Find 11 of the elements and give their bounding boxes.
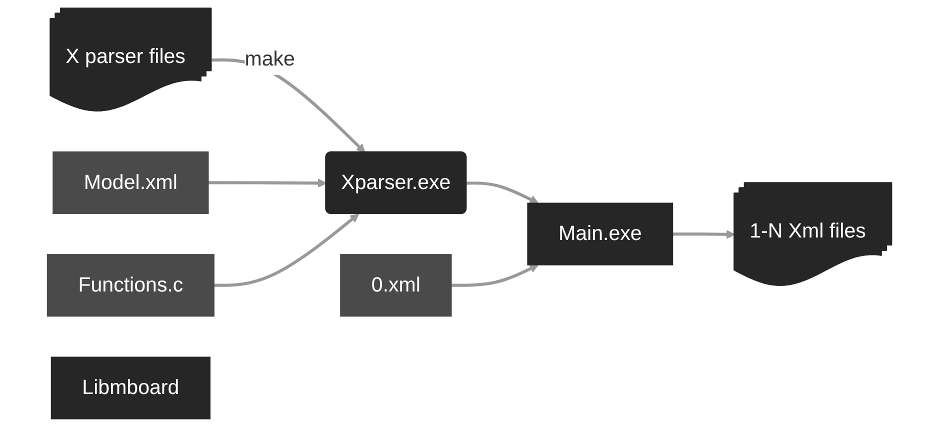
node-box: Main.exe [527,202,674,266]
node-box: Model.xml [52,151,209,214]
arrow [208,178,327,188]
edge-label: make [244,48,295,71]
node-box: 0.xml [340,254,452,317]
node-box: Libmboard [50,356,210,420]
arrow [214,214,360,287]
arrow [451,264,539,287]
node-box: Functions.c [46,254,214,317]
arrow [466,182,539,204]
arrow [672,230,736,239]
